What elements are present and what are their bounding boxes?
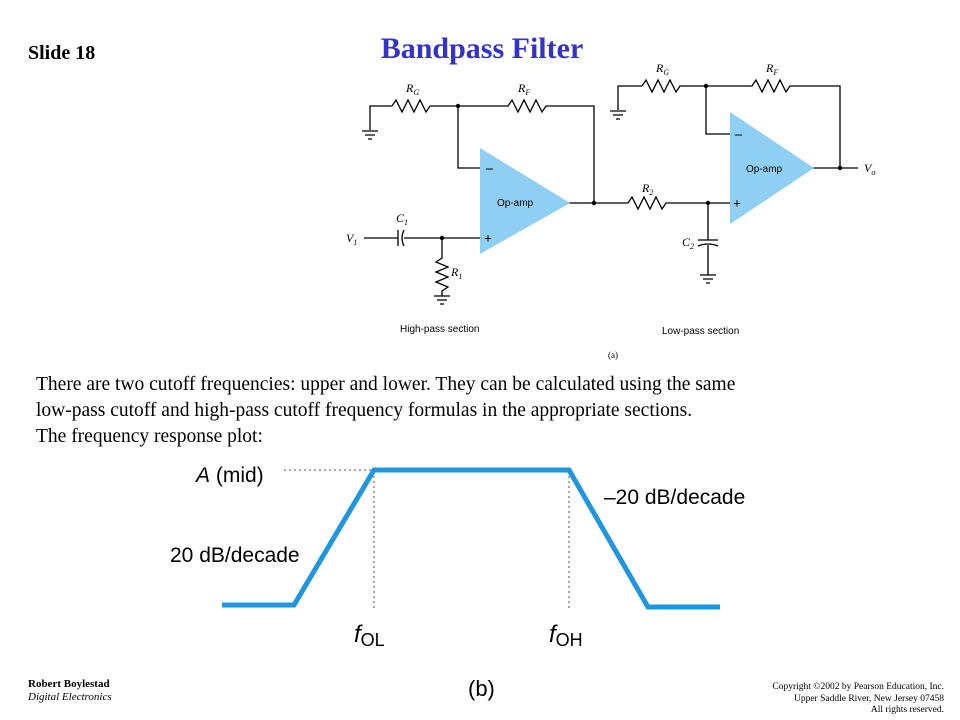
slide-number: Slide 18 bbox=[28, 42, 96, 64]
svg-text:Op-amp: Op-amp bbox=[746, 164, 783, 175]
svg-text:–: – bbox=[734, 127, 743, 142]
svg-text:RG: RG bbox=[655, 61, 669, 77]
svg-text:RF: RF bbox=[517, 81, 530, 97]
svg-text:Low-pass section: Low-pass section bbox=[662, 326, 739, 337]
svg-text:+: + bbox=[484, 232, 492, 247]
svg-text:C1: C1 bbox=[396, 211, 408, 227]
left-ground-icon bbox=[362, 130, 378, 140]
c2-capacitor bbox=[697, 203, 719, 275]
footer-author: Robert Boylestad Digital Electronics bbox=[28, 678, 112, 703]
response-curve bbox=[222, 467, 720, 610]
left-minus-wire bbox=[457, 106, 480, 169]
fol-label: fOL bbox=[354, 621, 385, 650]
svg-text:Op-amp: Op-amp bbox=[497, 198, 534, 209]
left-ground-wire bbox=[369, 105, 392, 130]
svg-text:High-pass section: High-pass section bbox=[400, 324, 479, 335]
negative-slope-label: –20 dB/decade bbox=[604, 486, 745, 509]
c2-ground-icon bbox=[700, 274, 716, 284]
svg-text:C2: C2 bbox=[682, 235, 694, 251]
slide-title: Bandpass Filter bbox=[380, 32, 584, 65]
right-rf-resistor bbox=[706, 78, 841, 168]
right-ground-icon bbox=[610, 110, 626, 120]
svg-text:V1: V1 bbox=[346, 231, 357, 247]
left-rg-resistor bbox=[391, 98, 458, 114]
right-rg-resistor bbox=[641, 78, 706, 94]
left-rf-resistor bbox=[458, 98, 595, 203]
body-line-2: low-pass cutoff and high-pass cutoff fre… bbox=[36, 400, 693, 421]
svg-text:Vo: Vo bbox=[864, 161, 875, 177]
right-opamp bbox=[730, 112, 814, 224]
body-line-1: There are two cutoff frequencies: upper … bbox=[36, 374, 736, 395]
svg-text:RG: RG bbox=[405, 81, 419, 97]
right-ground-wire bbox=[617, 85, 642, 110]
left-opamp bbox=[480, 148, 570, 254]
r1-resistor bbox=[434, 238, 450, 296]
right-minus-wire bbox=[705, 86, 730, 135]
positive-slope-label: 20 dB/decade bbox=[170, 544, 300, 567]
r1-ground-icon bbox=[434, 295, 450, 305]
svg-text:(a): (a) bbox=[608, 350, 618, 360]
frequency-response-plot: A (mid) –20 dB/decade 20 dB/decade fOL f… bbox=[170, 464, 745, 650]
footer-copyright: Copyright ©2002 by Pearson Education, In… bbox=[772, 682, 944, 715]
figure-b-label: (b) bbox=[468, 676, 495, 701]
svg-text:R1: R1 bbox=[450, 265, 462, 281]
svg-text:A (mid): A (mid) bbox=[194, 464, 264, 487]
svg-text:RF: RF bbox=[765, 61, 778, 77]
svg-text:R2: R2 bbox=[641, 181, 653, 197]
body-text: There are two cutoff frequencies: upper … bbox=[36, 372, 936, 450]
r2-resistor bbox=[627, 195, 730, 211]
foh-label: fOH bbox=[549, 621, 583, 650]
body-line-3: The frequency response plot: bbox=[36, 426, 263, 447]
svg-text:–: – bbox=[485, 161, 494, 176]
c1-capacitor bbox=[397, 229, 405, 247]
bandpass-circuit-diagram: RG RF C1 V1 R1 – + Op-amp High-pass sect… bbox=[346, 61, 875, 360]
svg-text:+: + bbox=[733, 197, 741, 212]
